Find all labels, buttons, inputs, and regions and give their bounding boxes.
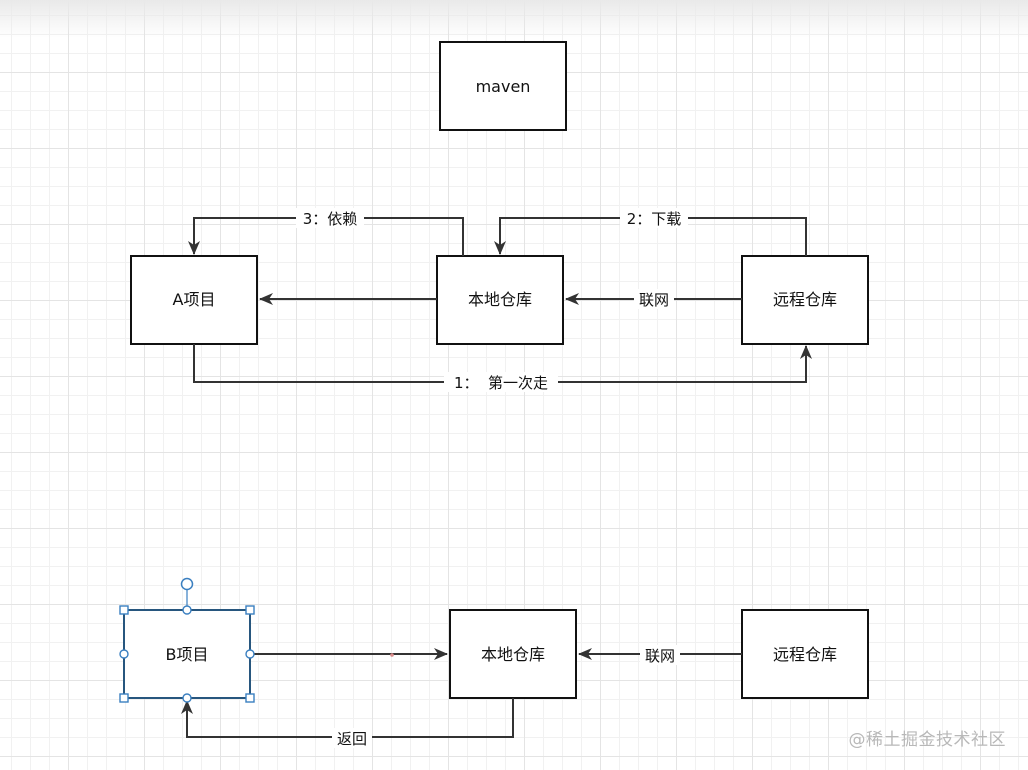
- node-project-a-label: A项目: [173, 290, 216, 309]
- edge-b-to-local[interactable]: [250, 648, 448, 660]
- rotate-handle[interactable]: [180, 577, 194, 591]
- edge-network-top[interactable]: 联网: [565, 289, 742, 309]
- node-remote-repo-bottom[interactable]: 远程仓库: [741, 609, 869, 699]
- node-local-repo-bottom-label: 本地仓库: [481, 645, 545, 664]
- resize-handle-top-left[interactable]: [119, 605, 129, 615]
- edge-network-bottom-label: 联网: [645, 647, 675, 665]
- resize-handle-bottom-right[interactable]: [245, 693, 255, 703]
- connect-handle-bottom[interactable]: [182, 693, 192, 703]
- edge-return-label: 返回: [337, 730, 367, 748]
- node-project-b[interactable]: B项目: [123, 609, 251, 699]
- node-project-b-label: B项目: [166, 645, 209, 664]
- edge-first-time-label: 1： 第一次走: [454, 374, 548, 392]
- edge-return[interactable]: 返回: [181, 698, 514, 748]
- node-local-repo-top-label: 本地仓库: [468, 290, 532, 309]
- edge-midpoint-dot: [390, 653, 394, 657]
- connect-handle-left[interactable]: [119, 649, 129, 659]
- selection-frame[interactable]: [119, 577, 255, 703]
- edge-first-time[interactable]: 1： 第一次走: [193, 344, 812, 392]
- edge-network-bottom[interactable]: 联网: [578, 645, 742, 665]
- edge-depend-label: 3：依赖: [303, 210, 358, 228]
- connect-handle-top[interactable]: [182, 605, 192, 615]
- connect-handle-right[interactable]: [245, 649, 255, 659]
- node-remote-repo-bottom-label: 远程仓库: [773, 645, 837, 664]
- node-local-repo-top[interactable]: 本地仓库: [436, 255, 564, 345]
- node-maven[interactable]: maven: [439, 41, 567, 131]
- node-project-a[interactable]: A项目: [130, 255, 258, 345]
- edge-download-label: 2：下载: [627, 210, 682, 228]
- watermark: @稀土掘金技术社区: [848, 730, 1006, 750]
- toolbar-shadow: [0, 0, 1028, 38]
- node-remote-repo-top-label: 远程仓库: [773, 290, 837, 309]
- node-local-repo-bottom[interactable]: 本地仓库: [449, 609, 577, 699]
- node-remote-repo-top[interactable]: 远程仓库: [741, 255, 869, 345]
- edge-depend[interactable]: 3：依赖: [188, 208, 464, 256]
- resize-handle-top-right[interactable]: [245, 605, 255, 615]
- node-maven-label: maven: [476, 77, 531, 96]
- edge-network-top-label: 联网: [639, 291, 669, 309]
- edge-download[interactable]: 2：下载: [494, 208, 807, 256]
- resize-handle-bottom-left[interactable]: [119, 693, 129, 703]
